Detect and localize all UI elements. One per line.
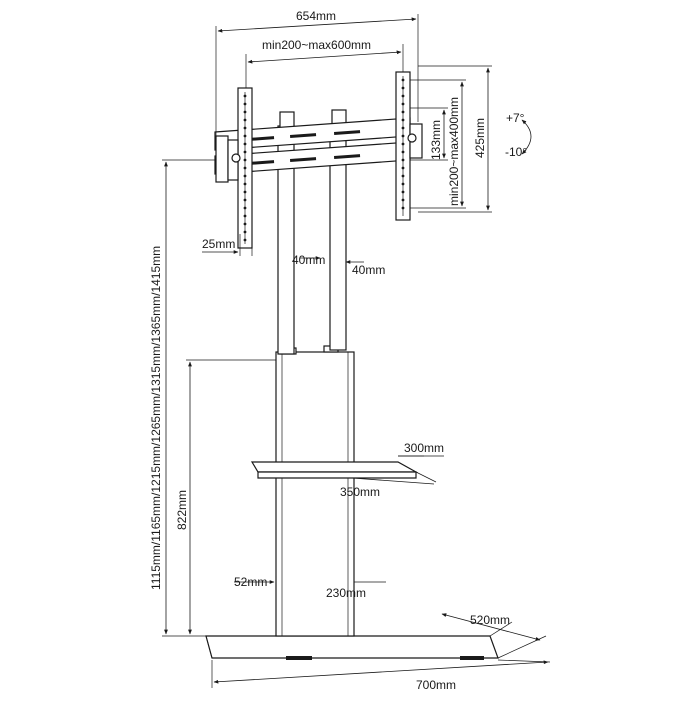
dim-pole-size: 40mm 40mm bbox=[292, 253, 385, 277]
height-range-label: 1115mm/1165mm/1215mm/1265mm/1315mm/1365m… bbox=[149, 246, 163, 590]
total-height-label: 425mm bbox=[473, 118, 487, 158]
vesa-width-label: min200~max600mm bbox=[262, 38, 371, 52]
dim-overall-width: 654mm bbox=[215, 9, 419, 136]
dim-total-height: 425mm bbox=[418, 65, 492, 213]
dim-height-range: 1115mm/1165mm/1215mm/1265mm/1315mm/1365m… bbox=[149, 159, 216, 637]
dim-vesa-height: min200~max400mm bbox=[410, 79, 466, 209]
dim-shelf-width: 350mm bbox=[340, 471, 437, 499]
tilt-indicator: +7° -10° bbox=[505, 111, 532, 159]
dim-shelf-height: 822mm bbox=[175, 359, 276, 635]
column-width-label: 230mm bbox=[326, 586, 366, 600]
base-depth-label: 520mm bbox=[470, 613, 510, 627]
tv-bracket bbox=[214, 71, 423, 249]
pole-left-label: 40mm bbox=[292, 253, 325, 267]
base-plate bbox=[205, 635, 499, 660]
dim-base-width: 700mm bbox=[211, 659, 551, 692]
tilt-down-label: -10° bbox=[505, 145, 527, 159]
base-width-label: 700mm bbox=[416, 678, 456, 692]
overall-width-label: 654mm bbox=[296, 9, 336, 23]
shelf-width-label: 350mm bbox=[340, 485, 380, 499]
dim-bracket-height: 133mm bbox=[410, 107, 448, 161]
shelf-depth-label: 300mm bbox=[404, 441, 444, 455]
dim-shelf-depth: 300mm bbox=[398, 441, 444, 457]
dim-column-size: 52mm 230mm bbox=[234, 575, 386, 600]
dim-offset: 25mm bbox=[202, 234, 253, 256]
lower-column bbox=[275, 345, 355, 637]
bracket-height-label: 133mm bbox=[429, 120, 443, 160]
column-depth-label: 52mm bbox=[234, 575, 267, 589]
offset-label: 25mm bbox=[202, 237, 235, 251]
pole-right-label: 40mm bbox=[352, 263, 385, 277]
dim-vesa-width: min200~max600mm bbox=[245, 38, 404, 88]
glass-shelf bbox=[250, 461, 419, 479]
upper-poles bbox=[277, 109, 347, 355]
dim-base-depth: 520mm bbox=[441, 613, 547, 659]
tilt-up-label: +7° bbox=[506, 111, 525, 125]
shelf-height-label: 822mm bbox=[175, 490, 189, 530]
vesa-height-label: min200~max400mm bbox=[447, 97, 461, 206]
